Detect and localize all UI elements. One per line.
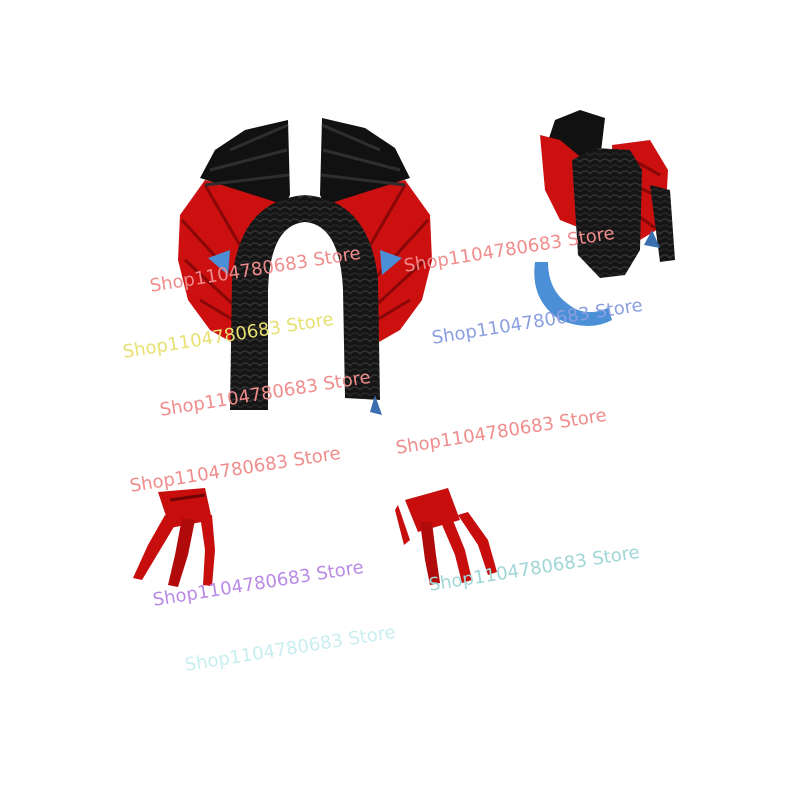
hair-piece-side xyxy=(534,110,675,326)
hair-piece-front xyxy=(178,118,432,415)
claw-hand-left xyxy=(133,488,215,587)
claw-hand-right xyxy=(395,488,497,585)
